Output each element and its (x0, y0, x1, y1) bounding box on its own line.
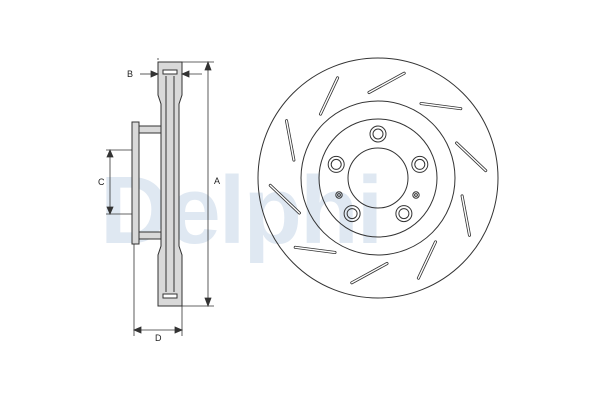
bolt-hole-outer (327, 155, 345, 173)
bolt-hole-inner (398, 208, 410, 220)
hub-outer-edge (318, 118, 438, 238)
groove-fill (351, 262, 388, 284)
disc-rim-section (157, 61, 183, 307)
groove-fill (461, 195, 471, 237)
groove-fill (285, 119, 295, 161)
bolt-hole-outer (411, 155, 429, 173)
label-c: C (98, 177, 105, 187)
braking-surface-inner-edge (300, 100, 456, 256)
dimensions (106, 58, 214, 336)
small-hole-left-inner (337, 193, 341, 197)
small-hole-right-inner (414, 193, 418, 197)
groove-fill (319, 77, 339, 115)
small-hole-left (335, 191, 343, 199)
bolt-hole-inner (346, 208, 358, 220)
label-a: A (214, 176, 220, 186)
bolt-hole-inner (330, 158, 342, 170)
small-hole-right (412, 191, 420, 199)
bolt-hole-set (327, 125, 429, 223)
groove-fill (417, 241, 437, 279)
watermark-text: Delphi (100, 157, 381, 264)
groove-fill (269, 184, 301, 214)
groove-fill (368, 72, 405, 94)
front-view (257, 57, 499, 299)
groove-fill (455, 142, 487, 172)
center-bore (347, 147, 409, 209)
bolt-hole-outer (395, 205, 413, 223)
hub-flange (131, 121, 140, 245)
label-b: B (127, 69, 133, 79)
side-view (131, 61, 183, 307)
watermark: Delphi (100, 157, 383, 264)
groove-fill (420, 102, 462, 110)
dimension-labels: A B C D (98, 69, 220, 343)
vent-slot-bottom (162, 293, 178, 299)
vent-slot-top (162, 69, 178, 75)
bolt-hole-outer (369, 125, 387, 143)
groove-fill (294, 246, 336, 254)
groove-set (268, 71, 488, 285)
bolt-hole-inner (372, 128, 384, 140)
disc-outer-edge (257, 57, 499, 299)
label-d: D (155, 333, 162, 343)
bolt-hole-inner (414, 158, 426, 170)
bolt-hole-outer (343, 205, 361, 223)
